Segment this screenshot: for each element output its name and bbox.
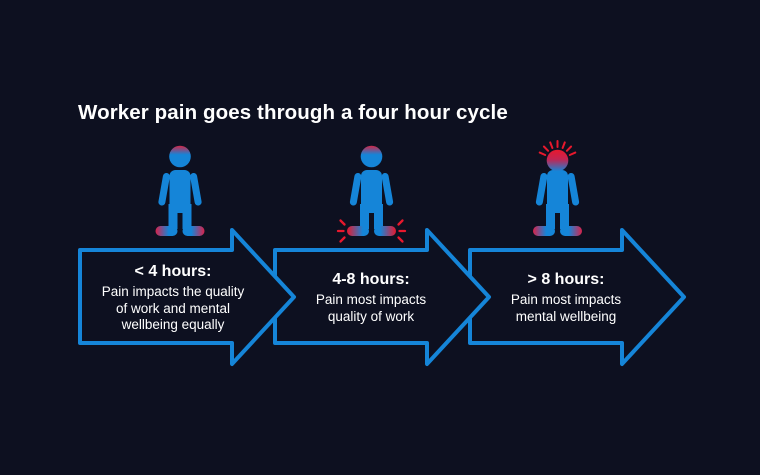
person-right-foot [182,226,205,236]
person-head [360,145,383,168]
person-head [169,145,191,168]
stage-3-heading: > 8 hours: [527,271,605,288]
stage-arrow-1 [78,228,296,366]
head-pain-marks-icon [538,140,577,156]
person-left-foot [347,226,369,236]
stage-2-description: Pain most impacts [315,292,427,307]
person-right-foot [374,226,396,236]
stage-3-description: Pain most impacts [510,292,622,307]
stage-arrow-2 [273,228,491,366]
stage-3-label: > 8 hours: Pain most impacts mental well… [511,270,621,325]
person-head-pain-icon [533,140,582,236]
foot-pain-marks-icon [336,219,407,243]
stage-1-label: < 4 hours: Pain impacts the quality of w… [102,262,245,334]
person-head [546,149,569,172]
person-left-foot [533,226,555,236]
person-foot-pain-icon [336,145,407,243]
person-mild-pain-icon [155,145,205,236]
page-title: Worker pain goes through a four hour cyc… [78,101,508,124]
stage-2-heading: 4-8 hours: [332,271,410,288]
stage-1-heading: < 4 hours: [134,263,212,280]
person-left-foot [155,226,178,236]
stage-2-label: 4-8 hours: Pain most impacts quality of … [316,270,426,325]
stage-2-description: quality of work [327,308,415,324]
stage-1-description: Pain impacts the quality [101,284,245,299]
stage-3-description: mental wellbeing [515,308,617,324]
stage-arrow-3 [468,228,686,366]
stage-1-description: of work and mental [115,300,231,316]
stage-1-description: wellbeing equally [121,317,225,332]
person-right-foot [560,226,582,236]
